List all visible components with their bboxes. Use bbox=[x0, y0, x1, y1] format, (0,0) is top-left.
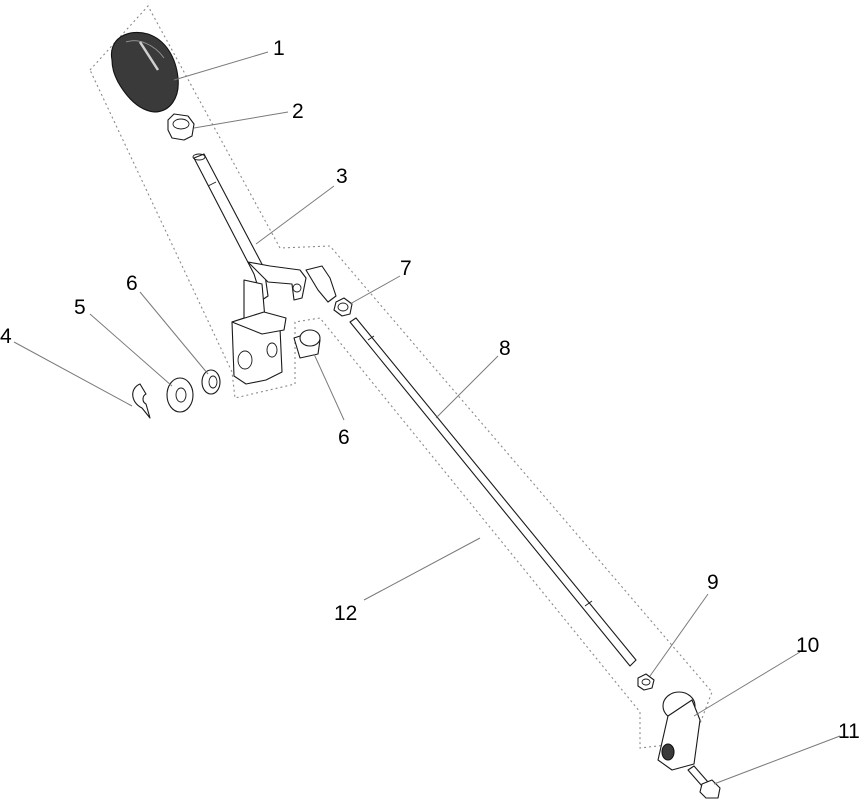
part-9-nut bbox=[637, 673, 655, 691]
callout-11: 11 bbox=[838, 720, 860, 743]
part-6-bushing-right bbox=[293, 329, 321, 359]
callout-5: 5 bbox=[74, 296, 86, 319]
callout-12: 12 bbox=[334, 602, 357, 625]
assembly-12-outline bbox=[89, 5, 713, 749]
callout-1: 1 bbox=[273, 37, 285, 60]
part-11-bolt bbox=[687, 765, 721, 799]
callout-8: 8 bbox=[499, 337, 511, 360]
callout-2: 2 bbox=[292, 100, 304, 123]
part-6-bushing-left bbox=[201, 369, 221, 395]
callout-6-right: 6 bbox=[338, 426, 350, 449]
leader-lines bbox=[13, 51, 841, 785]
callout-9: 9 bbox=[707, 571, 719, 594]
part-5-washer bbox=[166, 377, 194, 413]
callout-7: 7 bbox=[400, 257, 412, 280]
callout-6-left: 6 bbox=[126, 272, 138, 295]
part-4-e-clip bbox=[132, 383, 151, 419]
callout-4: 4 bbox=[0, 325, 12, 348]
part-7-nut bbox=[333, 297, 353, 317]
callout-3: 3 bbox=[336, 165, 348, 188]
part-3-shift-lever bbox=[192, 153, 337, 385]
callout-10: 10 bbox=[796, 634, 819, 657]
callout-labels: 1 2 3 4 5 6 6 7 8 9 10 11 12 bbox=[0, 37, 860, 743]
part-8-shift-rod bbox=[349, 317, 637, 667]
part-10-rod-end bbox=[657, 691, 701, 771]
part-2-nut bbox=[167, 113, 195, 141]
part-1-shift-knob bbox=[110, 32, 179, 113]
